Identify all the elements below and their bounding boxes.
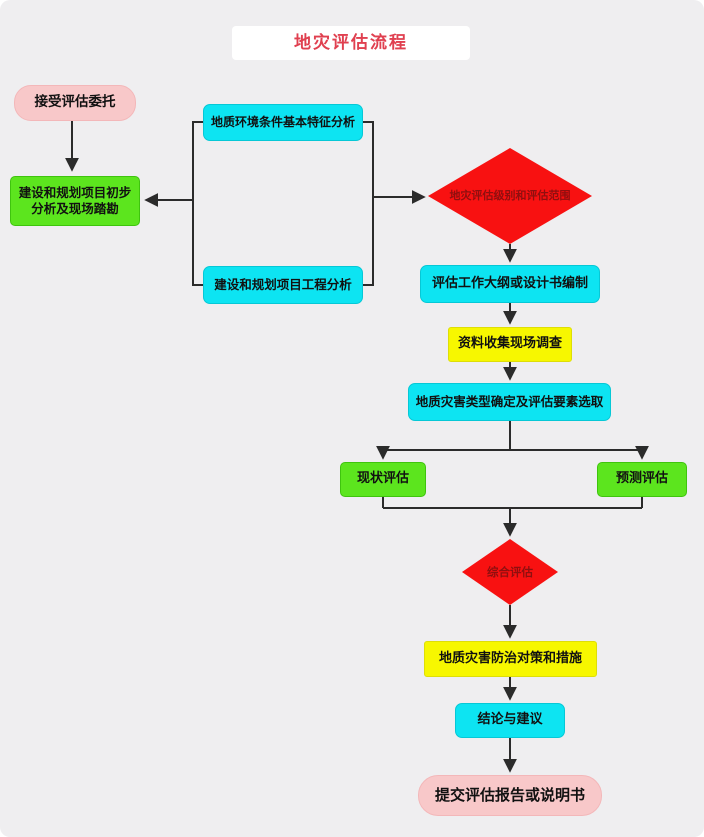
node-decision-assessment-level-label: 地灾评估级别和评估范围 xyxy=(449,188,571,202)
node-data-collection: 资料收集现场调查 xyxy=(448,327,572,362)
node-data-collection-label: 资料收集现场调查 xyxy=(457,336,562,352)
node-prediction-assessment-label: 预测评估 xyxy=(615,471,668,487)
node-conclusion-label: 结论与建议 xyxy=(477,712,543,728)
node-project-analysis-label: 建设和规划项目工程分析 xyxy=(214,276,352,292)
node-work-outline: 评估工作大纲或设计书编制 xyxy=(420,265,600,303)
node-start: 接受评估委托 xyxy=(14,85,136,121)
node-comprehensive-assessment-label: 综合评估 xyxy=(487,564,533,579)
node-current-assessment: 现状评估 xyxy=(340,462,426,497)
node-preliminary-analysis-label: 建设和规划项目初步分析及现场踏勘 xyxy=(18,184,132,216)
node-current-assessment-label: 现状评估 xyxy=(356,471,409,487)
node-countermeasures: 地质灾害防治对策和措施 xyxy=(424,641,597,677)
node-decision-assessment-level: 地灾评估级别和评估范围 xyxy=(428,148,592,244)
node-project-analysis: 建设和规划项目工程分析 xyxy=(203,266,363,304)
node-final-report-label: 提交评估报告或说明书 xyxy=(434,785,585,804)
node-type-determination: 地质灾害类型确定及评估要素选取 xyxy=(408,383,611,421)
node-prediction-assessment: 预测评估 xyxy=(597,462,687,497)
node-work-outline-label: 评估工作大纲或设计书编制 xyxy=(431,275,588,291)
node-comprehensive-assessment: 综合评估 xyxy=(462,539,558,605)
node-preliminary-analysis: 建设和规划项目初步分析及现场踏勘 xyxy=(10,176,140,226)
page-title-label: 地灾评估流程 xyxy=(294,32,408,53)
node-start-label: 接受评估委托 xyxy=(34,94,116,111)
node-type-determination-label: 地质灾害类型确定及评估要素选取 xyxy=(415,393,604,409)
node-conclusion: 结论与建议 xyxy=(455,703,565,738)
node-geo-environment-label: 地质环境条件基本特征分析 xyxy=(210,114,355,129)
page-title: 地灾评估流程 xyxy=(232,26,470,60)
node-final-report: 提交评估报告或说明书 xyxy=(418,775,602,816)
node-geo-environment: 地质环境条件基本特征分析 xyxy=(203,104,363,141)
node-countermeasures-label: 地质灾害防治对策和措施 xyxy=(438,650,582,666)
